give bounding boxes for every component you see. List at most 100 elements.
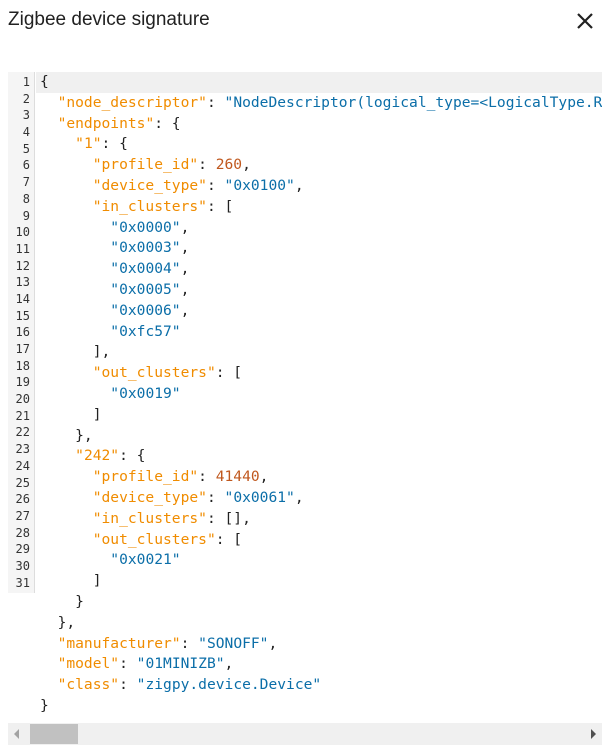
json-key: "in_clusters" (92, 509, 207, 527)
line-number: 25 (15, 475, 30, 490)
json-punctuation: : [ (215, 530, 243, 548)
code-line: ] (40, 571, 602, 592)
line-number: 24 (15, 458, 30, 473)
json-punctuation: , (259, 468, 269, 486)
json-punctuation (40, 364, 93, 381)
json-punctuation (40, 94, 58, 111)
json-punctuation: }, (40, 426, 93, 444)
json-string: "0x0000" (110, 218, 181, 236)
scrollbar-thumb[interactable] (30, 724, 78, 744)
json-punctuation (40, 198, 93, 215)
json-punctuation: : (119, 676, 137, 694)
line-number: 8 (22, 191, 30, 206)
code-line: "manufacturer": "SONOFF", (40, 634, 602, 655)
json-key: "manufacturer" (57, 634, 181, 652)
json-punctuation: , (180, 218, 190, 236)
code-line: "profile_id": 260, (40, 155, 602, 176)
json-key: "profile_id" (92, 468, 199, 486)
code-line: "in_clusters": [], (40, 509, 602, 530)
scroll-left-arrow-icon[interactable] (14, 729, 19, 739)
json-punctuation (40, 676, 58, 693)
json-punctuation (40, 447, 75, 464)
code-line: "class": "zigpy.device.Device" (40, 675, 602, 696)
line-number: 23 (15, 442, 30, 457)
json-punctuation: : (180, 634, 199, 652)
json-punctuation (40, 239, 110, 256)
code-line: "device_type": "0x0100", (40, 176, 602, 197)
json-string: "0x0003" (110, 239, 181, 257)
json-punctuation: : (206, 176, 225, 194)
json-punctuation: : { (154, 114, 181, 132)
line-number: 3 (22, 108, 30, 123)
code-line: "0x0021" (40, 550, 602, 571)
line-number: 10 (15, 225, 30, 240)
json-number: 260 (215, 156, 243, 174)
code-line: { (36, 72, 602, 93)
json-string: "zigpy.device.Device" (136, 676, 322, 694)
json-key: "device_type" (92, 488, 207, 506)
json-key: "node_descriptor" (57, 93, 207, 111)
json-punctuation: : (206, 93, 225, 111)
json-punctuation (40, 156, 93, 173)
json-punctuation (40, 655, 58, 672)
json-key: "endpoints" (57, 114, 155, 132)
json-punctuation: , (294, 176, 304, 194)
json-punctuation (40, 551, 110, 568)
json-punctuation (40, 489, 93, 506)
close-icon[interactable] (572, 8, 598, 34)
code-line: "endpoints": { (40, 114, 602, 135)
json-punctuation (40, 260, 110, 277)
code-line: "out_clusters": [ (40, 530, 602, 551)
json-string: "0x0005" (110, 280, 181, 298)
json-key: "class" (57, 676, 120, 694)
line-number: 15 (15, 308, 30, 323)
json-key: "device_type" (92, 176, 207, 194)
code-line: } (40, 592, 602, 613)
line-number: 6 (22, 158, 30, 173)
code-line: }, (40, 426, 602, 447)
code-line: "0x0006", (40, 301, 602, 322)
json-number: 41440 (215, 468, 260, 486)
code-line: "0x0019" (40, 384, 602, 405)
json-punctuation: : (198, 156, 216, 174)
json-punctuation (40, 531, 93, 548)
close-button[interactable] (572, 8, 598, 34)
json-punctuation: : { (119, 447, 146, 465)
json-string: "0x0019" (110, 384, 181, 402)
line-number: 21 (15, 408, 30, 423)
code-content[interactable]: { "node_descriptor": "NodeDescriptor(log… (36, 72, 602, 717)
code-line: "0x0000", (40, 218, 602, 239)
json-punctuation: , (294, 488, 304, 506)
line-number: 19 (15, 375, 30, 390)
json-punctuation: } (40, 696, 49, 714)
json-punctuation (40, 302, 110, 319)
json-key: "out_clusters" (92, 530, 216, 548)
json-punctuation (40, 635, 58, 652)
line-number: 16 (15, 325, 30, 340)
json-punctuation (40, 219, 110, 236)
line-number: 20 (15, 392, 30, 407)
json-string: "0xfc57" (110, 322, 181, 340)
horizontal-scrollbar[interactable] (8, 723, 602, 745)
json-key: "model" (57, 655, 120, 673)
json-key: "out_clusters" (92, 364, 216, 382)
json-punctuation: : { (101, 135, 128, 153)
json-punctuation (40, 468, 93, 485)
json-key: "242" (75, 447, 120, 465)
json-punctuation (40, 135, 75, 152)
line-number: 17 (15, 342, 30, 356)
code-line: "in_clusters": [ (40, 197, 602, 218)
line-number: 28 (15, 525, 30, 540)
json-punctuation: ] (40, 572, 102, 590)
json-punctuation: { (40, 73, 49, 90)
json-punctuation: , (242, 156, 251, 174)
scroll-right-arrow-icon[interactable] (591, 729, 596, 739)
code-line: "0x0003", (40, 238, 602, 259)
line-number: 31 (15, 575, 30, 590)
json-string: "NodeDescriptor(logical_type=<LogicalTyp… (224, 93, 602, 111)
code-line: "0x0004", (40, 259, 602, 280)
json-punctuation: : (198, 468, 216, 486)
line-number: 27 (15, 508, 30, 523)
